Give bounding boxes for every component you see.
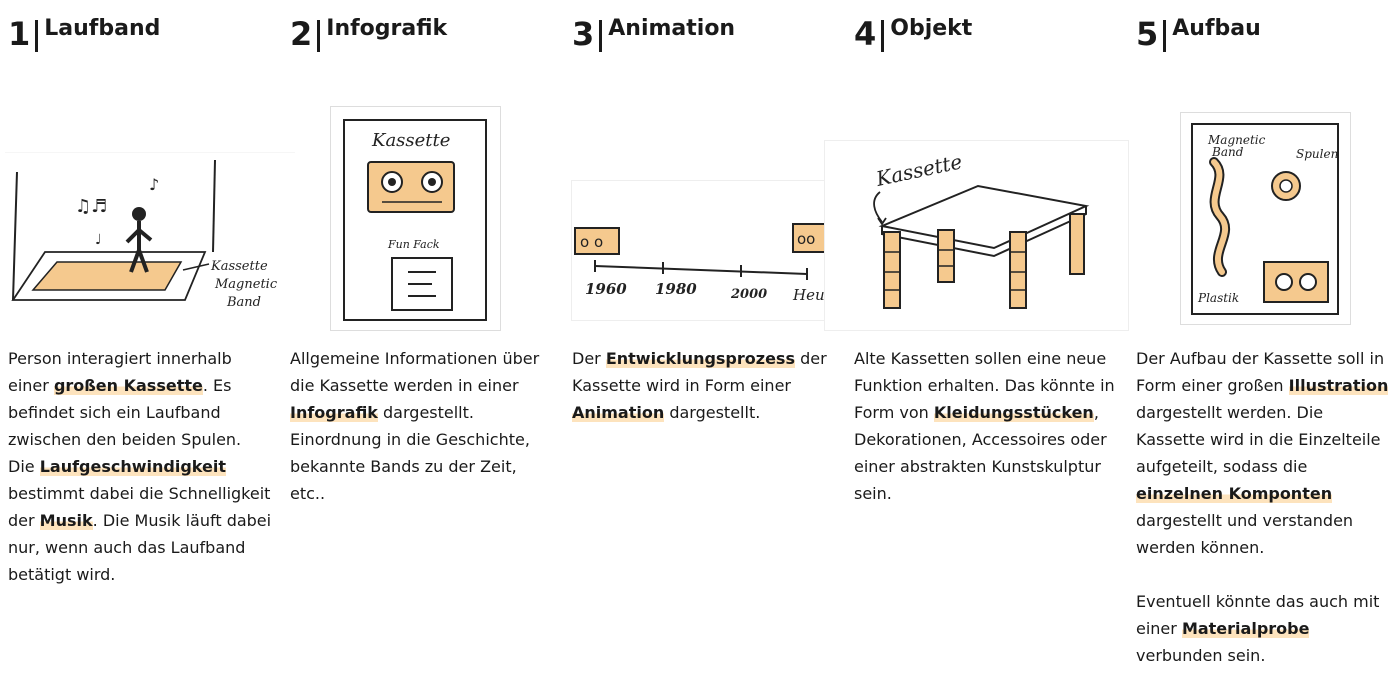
sketch-label: Fun Fack <box>387 238 440 251</box>
description-paragraph: Allgemeine Informationen über die Kasset… <box>290 345 548 507</box>
highlighted-keyword: Materialprobe <box>1181 619 1310 638</box>
column-description: Person interagiert innerhalb einer große… <box>8 345 272 588</box>
treadmill-sketch: ♫♬ ♪ ♩ Kassette Magnetic Band <box>5 152 295 320</box>
infographic-sketch: Kassette Fun Fack <box>330 106 502 332</box>
heading-divider <box>317 20 321 52</box>
highlighted-keyword: Laufgeschwindigkeit <box>39 457 226 476</box>
svg-text:o o: o o <box>580 233 603 251</box>
text-segment: dargestellt. <box>664 403 761 422</box>
highlighted-keyword: Kleidungsstücken <box>933 403 1094 422</box>
column-title: Objekt <box>890 16 973 41</box>
heading-divider <box>35 20 39 52</box>
text-segment: . Die Musik läuft dabei nur, wenn auch d… <box>8 511 272 584</box>
sketch-label: Band <box>1211 145 1244 159</box>
column-number: 4 <box>854 15 877 53</box>
column-title: Animation <box>608 16 736 41</box>
timeline-sketch: o o oo 1960 1980 2000 Heute <box>571 180 843 322</box>
column-number: 1 <box>8 15 31 53</box>
highlighted-keyword: Entwicklungsprozess <box>605 349 795 368</box>
sketch-label: Spulen <box>1296 147 1338 161</box>
highlighted-keyword: Infografik <box>290 403 378 422</box>
text-segment: Alte Kassetten sollen eine neue Funktion… <box>854 349 1115 422</box>
heading-divider <box>599 20 603 52</box>
column-title: Laufband <box>44 16 161 41</box>
sketch-label: 2000 <box>730 287 767 302</box>
column-title: Infografik <box>326 16 448 41</box>
svg-text:♫♬: ♫♬ <box>75 196 107 217</box>
description-paragraph: Der Aufbau der Kassette soll in Form ein… <box>1136 345 1394 561</box>
svg-text:♪: ♪ <box>149 175 159 194</box>
column-number: 5 <box>1136 15 1159 53</box>
column-heading: 1 Laufband <box>8 14 160 52</box>
description-paragraph: Alte Kassetten sollen eine neue Funktion… <box>854 345 1116 507</box>
svg-text:♩: ♩ <box>95 232 102 248</box>
sketch-label: Magnetic <box>1207 133 1266 147</box>
text-segment: Der <box>572 349 606 368</box>
column-heading: 3 Animation <box>572 14 735 52</box>
text-segment: dargestellt. Einordnung in die Geschicht… <box>290 403 530 503</box>
highlighted-keyword: Animation <box>572 403 665 422</box>
sketch-label: Kassette <box>371 130 450 151</box>
text-segment: der Kassette wird in Form einer <box>572 349 827 395</box>
sketch-label: Kassette <box>210 259 268 274</box>
sketch-label: 1980 <box>655 280 697 298</box>
highlighted-keyword: Illustration <box>1288 376 1389 395</box>
highlighted-keyword: großen Kassette <box>53 376 203 395</box>
sketch-label: 1960 <box>585 280 627 298</box>
heading-divider <box>881 20 885 52</box>
sketch-label: Magnetic <box>214 277 278 292</box>
column-heading: 5 Aufbau <box>1136 14 1261 52</box>
highlighted-keyword: einzelnen Komponten <box>1136 484 1333 503</box>
column-title: Aufbau <box>1172 16 1261 41</box>
column-heading: 2 Infografik <box>290 14 447 52</box>
heading-divider <box>1163 20 1167 52</box>
description-paragraph: Der Entwicklungsprozess der Kassette wir… <box>572 345 834 426</box>
sketch-label: Plastik <box>1197 291 1239 305</box>
description-paragraph: Person interagiert innerhalb einer große… <box>8 345 272 588</box>
column-number: 3 <box>572 15 595 53</box>
column-description: Der Aufbau der Kassette soll in Form ein… <box>1136 345 1394 669</box>
column-description: Allgemeine Informationen über die Kasset… <box>290 345 548 507</box>
text-segment: Eventuell könnte das auch mit einer <box>1136 592 1380 638</box>
column-description: Der Entwicklungsprozess der Kassette wir… <box>572 345 834 426</box>
text-segment: Allgemeine Informationen über die Kasset… <box>290 349 540 395</box>
highlighted-keyword: Musik <box>39 511 93 530</box>
column-heading: 4 Objekt <box>854 14 972 52</box>
sketch-label: Band <box>226 295 261 310</box>
column-number: 2 <box>290 15 313 53</box>
description-paragraph: Eventuell könnte das auch mit einer Mate… <box>1136 588 1394 669</box>
svg-text:oo: oo <box>797 230 815 248</box>
column-description: Alte Kassetten sollen eine neue Funktion… <box>854 345 1116 507</box>
text-segment: , Dekorationen, Accessoires oder einer a… <box>854 403 1107 503</box>
text-segment: dargestellt und verstanden werden können… <box>1136 511 1354 557</box>
components-sketch: Magnetic Band Spulen Plastik <box>1180 112 1352 326</box>
text-segment: Person interagiert innerhalb einer <box>8 349 232 395</box>
text-segment: verbunden sein. <box>1136 646 1266 665</box>
text-segment: bestimmt dabei die Schnelligkeit der <box>8 484 271 530</box>
text-segment: dargestellt werden. Die Kassette wird in… <box>1136 403 1381 476</box>
table-object-sketch: Kassette <box>824 140 1130 332</box>
text-segment: . Es befindet sich ein Laufband zwischen… <box>8 376 242 476</box>
text-segment: Der Aufbau der Kassette soll in Form ein… <box>1136 349 1385 395</box>
